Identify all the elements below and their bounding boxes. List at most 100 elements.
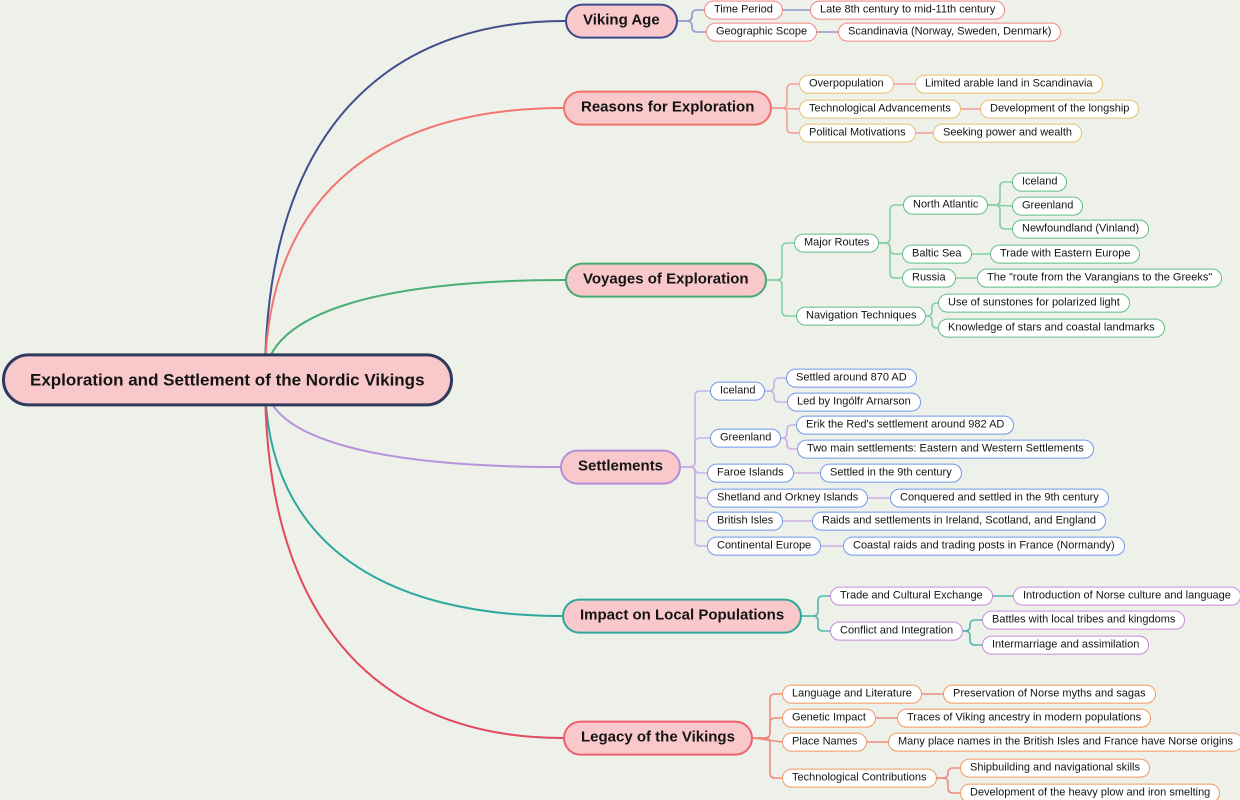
mindmap-node-heavy-plow[interactable]: Development of the heavy plow and iron s… xyxy=(960,783,1221,800)
node-label: Overpopulation xyxy=(809,77,884,90)
mindmap-node-geo-scandinavia[interactable]: Scandinavia (Norway, Sweden, Denmark) xyxy=(838,22,1062,42)
mindmap-node-reasons[interactable]: Reasons for Exploration xyxy=(563,90,773,126)
mindmap-node-power-wealth[interactable]: Seeking power and wealth xyxy=(933,123,1083,143)
node-label: Preservation of Norse myths and sagas xyxy=(953,687,1146,700)
node-label: Continental Europe xyxy=(717,539,812,552)
node-label: Use of sunstones for polarized light xyxy=(948,296,1120,309)
node-label: Technological Contributions xyxy=(792,771,927,784)
node-label: Erik the Red's settlement around 982 AD xyxy=(806,418,1005,431)
node-label: Many place names in the British Isles an… xyxy=(898,735,1234,748)
mindmap-node-genetic-impact[interactable]: Genetic Impact xyxy=(782,708,876,728)
mindmap-node-overpopulation[interactable]: Overpopulation xyxy=(799,74,894,94)
node-label: Legacy of the Vikings xyxy=(581,728,735,746)
mindmap-node-ingolfr[interactable]: Led by Ingólfr Arnarson xyxy=(787,392,921,412)
mindmap-node-myths-sagas[interactable]: Preservation of Norse myths and sagas xyxy=(943,684,1156,704)
mindmap-node-viking-ancestry[interactable]: Traces of Viking ancestry in modern popu… xyxy=(897,708,1152,728)
mindmap-node-longship[interactable]: Development of the longship xyxy=(980,99,1140,119)
node-label: Development of the heavy plow and iron s… xyxy=(970,786,1211,799)
mindmap-node-settle-greenland[interactable]: Greenland xyxy=(710,428,782,448)
mindmap-node-shipbuilding[interactable]: Shipbuilding and navigational skills xyxy=(960,758,1151,778)
mindmap-node-voyages[interactable]: Voyages of Exploration xyxy=(565,262,767,298)
mindmap-node-viking-age[interactable]: Viking Age xyxy=(565,3,678,39)
mindmap-node-settlements[interactable]: Settlements xyxy=(560,449,682,485)
mindmap-node-north-atlantic[interactable]: North Atlantic xyxy=(903,195,989,215)
node-label: Major Routes xyxy=(804,236,870,249)
node-label: Coastal raids and trading posts in Franc… xyxy=(853,539,1115,552)
node-label: Viking Age xyxy=(583,11,660,29)
mindmap-node-trade-eastern[interactable]: Trade with Eastern Europe xyxy=(990,244,1141,264)
connector-legacy-tech-contributions xyxy=(752,737,783,779)
node-label: Navigation Techniques xyxy=(806,309,917,322)
mindmap-node-erik-982[interactable]: Erik the Red's settlement around 982 AD xyxy=(796,415,1015,435)
node-label: Settlements xyxy=(578,457,664,475)
node-label: Newfoundland (Vinland) xyxy=(1022,222,1140,235)
root-curve-legacy xyxy=(264,379,564,739)
mindmap-node-norse-origins[interactable]: Many place names in the British Isles an… xyxy=(888,732,1240,752)
mindmap-node-coastal-raids[interactable]: Coastal raids and trading posts in Franc… xyxy=(843,536,1125,556)
mindmap-node-major-routes[interactable]: Major Routes xyxy=(794,233,880,253)
mindmap-node-tp-era[interactable]: Late 8th century to mid-11th century xyxy=(810,0,1006,20)
node-label: Greenland xyxy=(720,431,772,444)
node-label: The "route from the Varangians to the Gr… xyxy=(987,271,1213,284)
node-label: Voyages of Exploration xyxy=(583,270,749,288)
mindmap-node-shetland-orkney[interactable]: Shetland and Orkney Islands xyxy=(707,488,869,508)
mindmap-node-settle-iceland[interactable]: Iceland xyxy=(710,381,766,401)
node-label: Two main settlements: Eastern and Wester… xyxy=(807,442,1084,455)
mindmap-node-sunstones[interactable]: Use of sunstones for polarized light xyxy=(938,293,1130,313)
node-label: Iceland xyxy=(1022,175,1058,188)
mindmap-node-british-isles[interactable]: British Isles xyxy=(707,511,784,531)
node-label: Impact on Local Populations xyxy=(580,606,785,624)
mindmap-node-continental-europe[interactable]: Continental Europe xyxy=(707,536,822,556)
mindmap-node-two-settlements[interactable]: Two main settlements: Eastern and Wester… xyxy=(797,439,1094,459)
root-curve-viking-age xyxy=(264,20,566,381)
root-curve-impact xyxy=(264,379,563,617)
node-label: Reasons for Exploration xyxy=(581,98,755,116)
mindmap-node-intermarriage[interactable]: Intermarriage and assimilation xyxy=(982,635,1150,655)
mindmap-node-time-period[interactable]: Time Period xyxy=(704,0,783,20)
mindmap-node-greenland-route[interactable]: Greenland xyxy=(1012,196,1084,216)
mindmap-node-political-motivations[interactable]: Political Motivations xyxy=(799,123,916,143)
root-curve-reasons xyxy=(264,107,564,381)
mindmap-node-norse-culture[interactable]: Introduction of Norse culture and langua… xyxy=(1013,586,1240,606)
mindmap-node-legacy[interactable]: Legacy of the Vikings xyxy=(563,720,753,756)
node-label: Political Motivations xyxy=(809,126,906,139)
node-label: Shetland and Orkney Islands xyxy=(717,491,859,504)
node-label: Iceland xyxy=(720,384,756,397)
mindmap-node-faroe-islands[interactable]: Faroe Islands xyxy=(707,463,794,483)
mindmap-node-battles[interactable]: Battles with local tribes and kingdoms xyxy=(982,610,1186,630)
node-label: Genetic Impact xyxy=(792,711,866,724)
mindmap-node-language-literature[interactable]: Language and Literature xyxy=(782,684,922,704)
mindmap-node-raids-ireland[interactable]: Raids and settlements in Ireland, Scotla… xyxy=(812,511,1106,531)
mindmap-node-settled-9th[interactable]: Settled in the 9th century xyxy=(820,463,962,483)
node-label: Technological Advancements xyxy=(809,102,951,115)
connector-voyages-navigation-techniques xyxy=(766,279,797,317)
mindmap-node-impact[interactable]: Impact on Local Populations xyxy=(562,598,803,634)
mindmap-node-tech-contributions[interactable]: Technological Contributions xyxy=(782,768,937,788)
connector-viking-age-geographic-scope xyxy=(677,20,707,33)
node-label: Raids and settlements in Ireland, Scotla… xyxy=(822,514,1096,527)
node-label: Scandinavia (Norway, Sweden, Denmark) xyxy=(848,25,1052,38)
mindmap-node-place-names[interactable]: Place Names xyxy=(782,732,868,752)
mindmap-node-root[interactable]: Exploration and Settlement of the Nordic… xyxy=(2,353,453,407)
mindmap-node-conquered-9th[interactable]: Conquered and settled in the 9th century xyxy=(890,488,1109,508)
connector-reasons-political-motivations xyxy=(771,107,800,134)
node-label: Knowledge of stars and coastal landmarks xyxy=(948,321,1155,334)
mindmap-node-tech-advancements[interactable]: Technological Advancements xyxy=(799,99,961,119)
node-label: Settled around 870 AD xyxy=(796,371,907,384)
mindmap-node-navigation-techniques[interactable]: Navigation Techniques xyxy=(796,306,927,326)
mindmap-node-arable-land[interactable]: Limited arable land in Scandinavia xyxy=(915,74,1103,94)
mindmap-node-stars-landmarks[interactable]: Knowledge of stars and coastal landmarks xyxy=(938,318,1165,338)
mindmap-node-newfoundland[interactable]: Newfoundland (Vinland) xyxy=(1012,219,1150,239)
mindmap-node-varangian-route[interactable]: The "route from the Varangians to the Gr… xyxy=(977,268,1223,288)
mindmap-node-russia[interactable]: Russia xyxy=(902,268,956,288)
node-label: Late 8th century to mid-11th century xyxy=(820,3,996,16)
mindmap-node-baltic-sea[interactable]: Baltic Sea xyxy=(902,244,972,264)
mindmap-node-settled-870[interactable]: Settled around 870 AD xyxy=(786,368,917,388)
node-label: Shipbuilding and navigational skills xyxy=(970,761,1141,774)
connector-major-routes-russia xyxy=(878,242,903,279)
mindmap-node-iceland-route[interactable]: Iceland xyxy=(1012,172,1068,192)
mindmap-node-geographic-scope[interactable]: Geographic Scope xyxy=(706,22,818,42)
mindmap-node-trade-exchange[interactable]: Trade and Cultural Exchange xyxy=(830,586,993,606)
mindmap-node-conflict-integration[interactable]: Conflict and Integration xyxy=(830,621,964,641)
